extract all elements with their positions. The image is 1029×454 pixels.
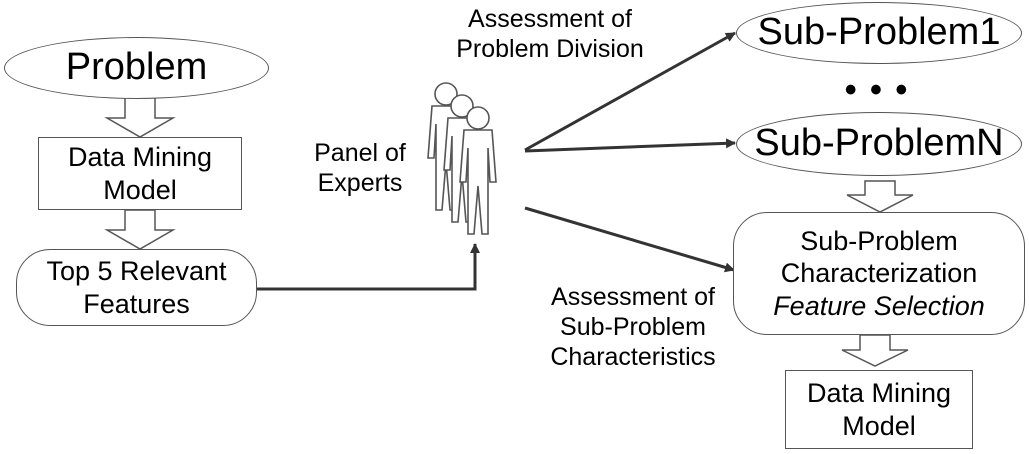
dm-right-line1: Data Mining	[806, 378, 952, 409]
assessment-characteristics-label: Assessment of Sub-Problem Characteristic…	[528, 282, 738, 372]
data-mining-model-right: Data Mining Model	[785, 370, 973, 449]
assessment-division-line2: Problem Division	[456, 35, 644, 63]
panel-line2: Experts	[317, 169, 403, 197]
characterization-line3: Feature Selection	[773, 290, 985, 321]
dm-right-line2: Model	[842, 410, 916, 441]
sub-problem-1-label: Sub-Problem1	[757, 11, 1001, 54]
arrow-panel-to-characterization	[524, 206, 735, 273]
assessment-division-label: Assessment of Problem Division	[430, 4, 670, 64]
dm-left-line2: Model	[103, 174, 177, 205]
arrow-features-to-panel	[257, 243, 480, 291]
data-mining-model-left: Data Mining Model	[38, 137, 242, 210]
panel-line1: Panel of	[314, 139, 406, 167]
sub-problem-1-node: Sub-Problem1	[736, 2, 1022, 64]
assessment-char-line2: Sub-Problem	[560, 313, 706, 341]
assessment-char-line3: Characteristics	[550, 343, 716, 371]
top-features-node: Top 5 Relevant Features	[16, 249, 257, 326]
hollow-arrow-model-to-features	[104, 209, 176, 250]
characterization-node: Sub-Problem Characterization Feature Sel…	[733, 212, 1025, 335]
characterization-line2: Characterization	[780, 258, 978, 289]
problem-label: Problem	[65, 46, 208, 89]
top-features-line2: Features	[83, 288, 190, 319]
ellipsis-dots: • • •	[822, 70, 932, 111]
sub-problem-n-label: Sub-ProblemN	[754, 122, 1004, 165]
arrow-panel-to-subn	[524, 138, 736, 153]
assessment-division-line1: Assessment of	[468, 5, 632, 33]
ellipsis-text: • • •	[844, 71, 910, 109]
dm-left-line1: Data Mining	[67, 142, 213, 173]
sub-problem-n-node: Sub-ProblemN	[736, 112, 1022, 176]
arrow-panel-to-sub1	[524, 31, 736, 152]
characterization-line1: Sub-Problem	[800, 225, 958, 256]
experts-icon	[427, 82, 497, 235]
hollow-arrow-problem-to-model	[104, 96, 176, 138]
top-features-line1: Top 5 Relevant	[46, 256, 227, 287]
hollow-arrow-subn-to-characterization	[846, 180, 914, 213]
assessment-char-line1: Assessment of	[551, 283, 715, 311]
panel-of-experts-label: Panel of Experts	[300, 138, 420, 198]
hollow-arrow-characterization-to-model	[841, 334, 909, 367]
problem-node: Problem	[4, 37, 269, 99]
